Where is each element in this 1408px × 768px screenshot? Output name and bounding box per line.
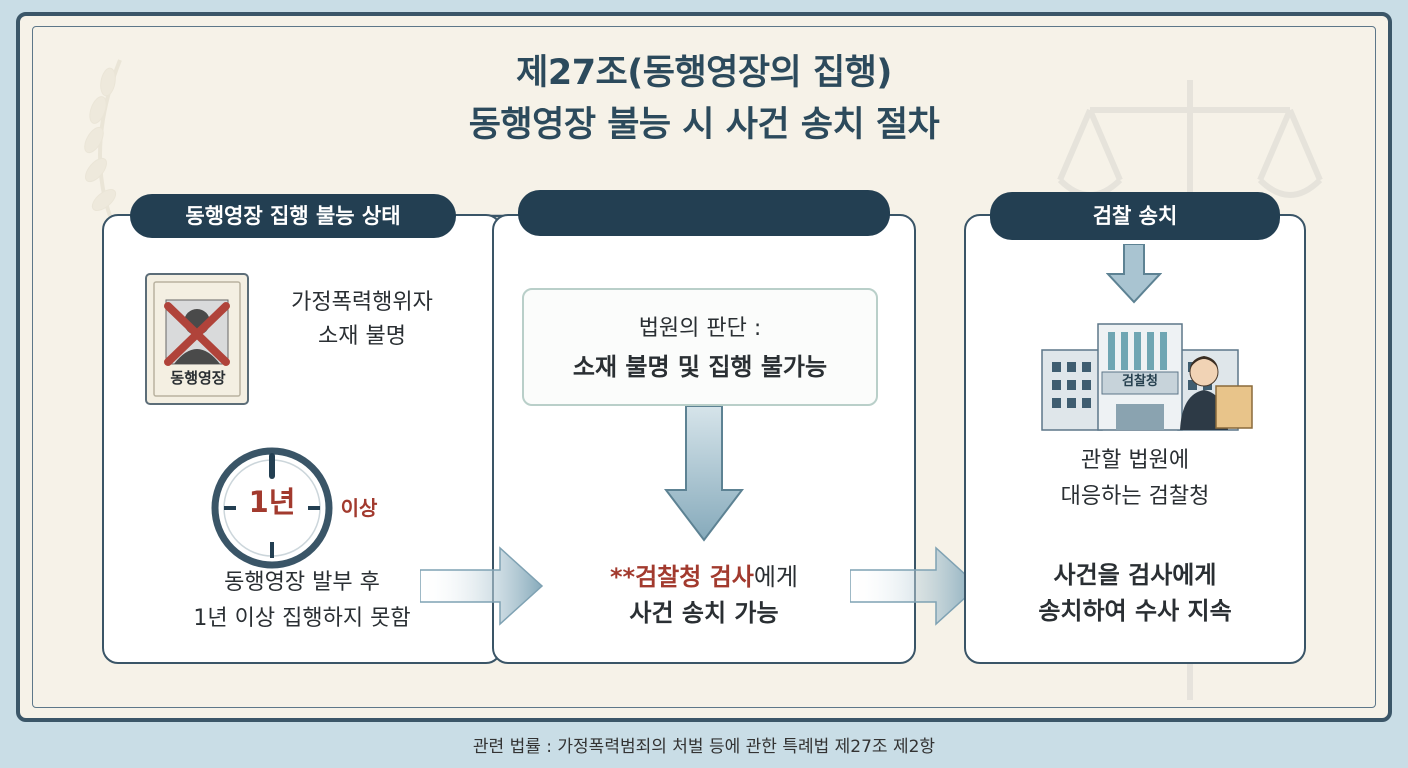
prosecutor-office-icon xyxy=(1041,323,1253,431)
down-arrow-icon xyxy=(664,406,744,542)
step3-header: 검찰 송치 xyxy=(990,192,1280,240)
warrant-label: 동행영장 xyxy=(170,369,226,387)
official-person-icon xyxy=(1180,356,1253,430)
step1-header: 동행영장 집행 불능 상태 xyxy=(130,194,456,238)
right-arrow-icon xyxy=(420,546,544,626)
absent-line1: 가정폭력행위자 xyxy=(291,290,433,315)
page-subtitle: 동행영장 불능 시 사건 송치 절차 xyxy=(468,105,940,145)
step1-desc-line2: 1년 이상 집행하지 못함 xyxy=(193,606,411,631)
court-judgment-box xyxy=(522,288,878,406)
warrant-document-icon xyxy=(145,273,249,405)
inner-frame xyxy=(32,26,1376,708)
step2-result-line1: **검찰청 검사에게 xyxy=(502,560,906,594)
clock-icon xyxy=(211,447,333,569)
step3-result-line1: 사건을 검사에게 xyxy=(1053,561,1217,589)
down-arrow-small-icon xyxy=(1106,244,1162,304)
step2-result-line2: 사건 송치 가능 xyxy=(629,599,779,627)
step3-desc-line2: 대응하는 검찰청 xyxy=(1060,484,1210,509)
result-suffix: 에게 xyxy=(753,563,799,591)
step2-header xyxy=(518,190,890,236)
judgment-line2: 소재 불명 및 집행 불가능 xyxy=(572,353,828,381)
clock-label: 1년 xyxy=(248,485,296,519)
result-highlight: 검찰청 검사 xyxy=(635,563,754,591)
page-title: 제27조(동행영장의 집행) xyxy=(516,53,892,93)
footer-law-reference: 관련 법률 : 가정폭력범죄의 처벌 등에 관한 특례법 제27조 제2항 xyxy=(472,737,936,757)
building-sign: 검찰청 xyxy=(1122,374,1158,389)
step3-desc-line1: 관할 법원에 xyxy=(1080,448,1190,473)
right-arrow-icon-2 xyxy=(850,546,980,626)
step3-result-line2: 송치하여 수사 지속 xyxy=(1038,597,1232,625)
result-prefix: ** xyxy=(609,563,636,591)
clock-suffix: 이상 xyxy=(340,496,378,520)
judgment-line1: 법원의 판단 : xyxy=(638,316,762,341)
cross-mark-icon xyxy=(164,302,230,366)
step1-desc-line1: 동행영장 발부 후 xyxy=(224,570,380,595)
laurel-icon xyxy=(84,59,122,241)
absent-line2: 소재 불명 xyxy=(318,324,406,349)
